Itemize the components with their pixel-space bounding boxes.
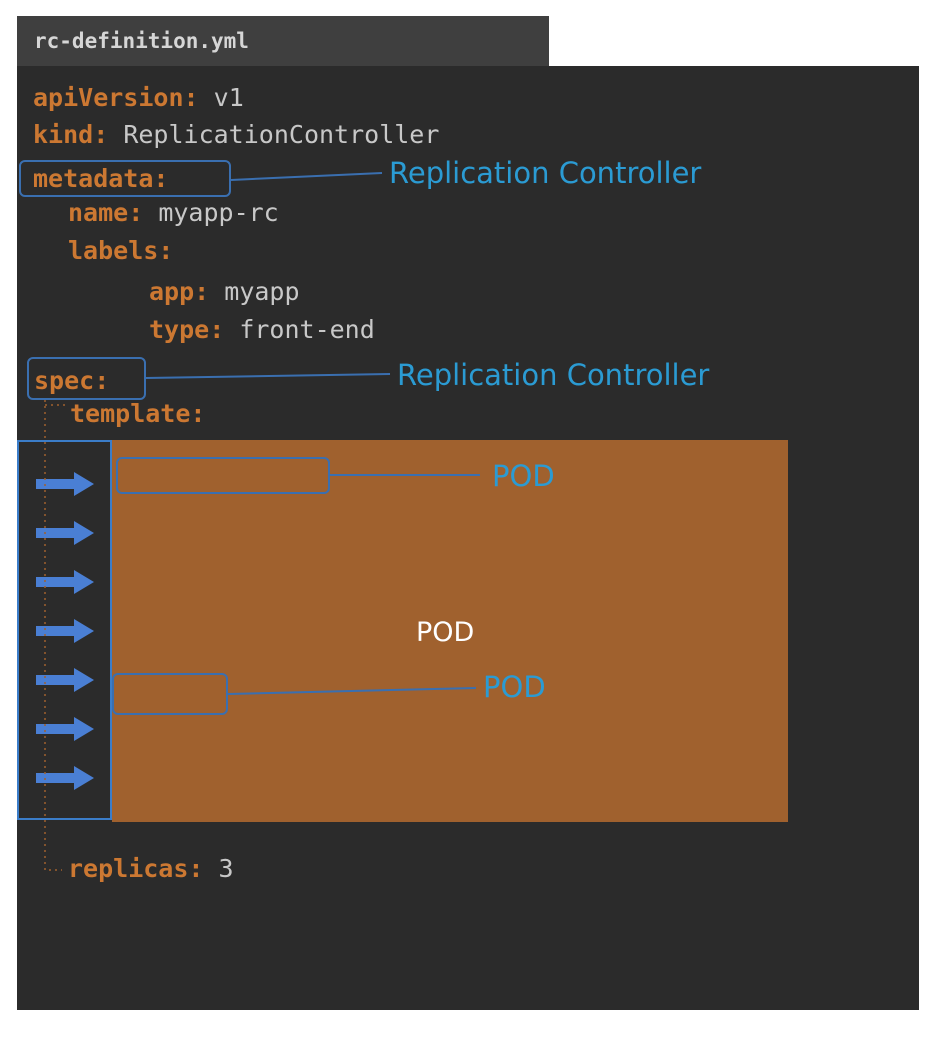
code-line-app: app: myapp — [149, 276, 300, 308]
yaml-indent-guide — [44, 400, 62, 871]
yaml-value-name: myapp-rc — [158, 198, 279, 227]
right-arrow-icon — [36, 472, 94, 496]
pod-connector-line-bottom — [227, 687, 477, 695]
code-line-kind: kind: ReplicationController — [33, 119, 439, 151]
metadata-highlight-box — [19, 160, 231, 197]
code-line-name: name: myapp-rc — [68, 197, 279, 229]
file-tab-title: rc-definition.yml — [34, 29, 249, 53]
spec-annotation-label: Replication Controller — [397, 358, 710, 392]
right-arrow-icon — [36, 717, 94, 741]
metadata-connector-line — [230, 172, 383, 181]
yaml-key-apiversion: apiVersion: — [33, 83, 199, 112]
code-line-type: type: front-end — [149, 314, 375, 346]
yaml-value-replicas: 3 — [218, 854, 234, 883]
pod-annotation-label-bottom: POD — [483, 670, 546, 704]
code-line-spec: spec: — [34, 365, 109, 397]
pod-highlight-box-top — [116, 457, 330, 494]
pod-template-block — [112, 440, 788, 822]
right-arrow-icon — [36, 619, 94, 643]
yaml-key-template: template: — [70, 399, 206, 428]
metadata-annotation-label: Replication Controller — [389, 156, 702, 190]
yaml-key-type: type: — [149, 315, 225, 344]
code-line-apiversion: apiVersion: v1 — [33, 82, 244, 114]
yaml-value-app: myapp — [224, 277, 300, 306]
yaml-value-apiversion: v1 — [213, 83, 244, 112]
right-arrow-icon — [36, 766, 94, 790]
spec-connector-line — [145, 373, 391, 379]
replica-arrow-strip — [17, 440, 112, 820]
yaml-value-kind: ReplicationController — [123, 120, 440, 149]
yaml-key-app: app: — [149, 277, 210, 306]
yaml-key-metadata: metadata: — [33, 164, 169, 193]
yaml-key-kind: kind: — [33, 120, 109, 149]
yaml-key-spec: spec: — [34, 366, 110, 395]
code-line-labels: labels: — [68, 235, 173, 267]
yaml-key-labels: labels: — [68, 236, 174, 265]
pod-annotation-label-top: POD — [492, 459, 555, 493]
spec-highlight-box — [27, 357, 146, 400]
yaml-key-replicas: replicas: — [68, 854, 204, 883]
code-line-metadata: metadata: — [33, 163, 168, 195]
pod-highlight-box-bottom — [112, 673, 228, 715]
code-line-replicas: replicas: 3 — [68, 853, 234, 885]
file-tab[interactable] — [17, 16, 549, 66]
right-arrow-icon — [36, 570, 94, 594]
yaml-key-name: name: — [68, 198, 144, 227]
yaml-value-type: front-end — [239, 315, 375, 344]
right-arrow-icon — [36, 521, 94, 545]
code-line-template: template: — [70, 398, 205, 430]
right-arrow-icon — [36, 668, 94, 692]
pod-block-label: POD — [416, 617, 475, 648]
